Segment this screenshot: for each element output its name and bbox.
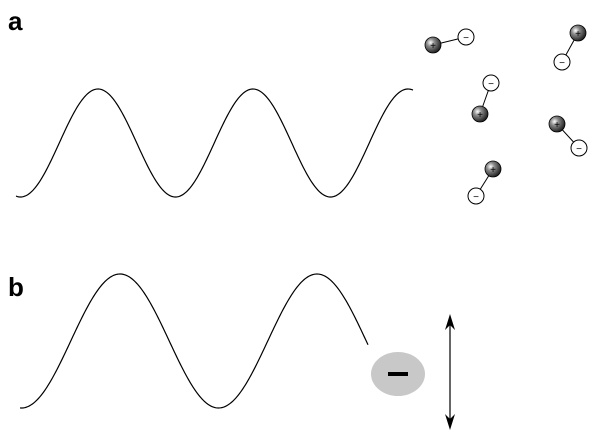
double-headed-arrow-icon [445,314,455,430]
svg-text:−: − [576,144,582,155]
dipole-molecule-icon: + − [467,160,502,205]
panel-b-label: b [8,272,24,302]
svg-text:+: + [554,120,560,131]
svg-text:−: − [488,79,494,90]
panel-a-wave [15,88,414,198]
panel-b: b [8,272,455,430]
svg-text:+: + [490,165,496,176]
dipole-molecule-icon: + − [548,115,588,157]
svg-text:+: + [477,110,483,121]
dipole-molecule-icon: + − [553,24,587,71]
dipole-molecules: + − + − + − [424,24,588,205]
dipole-molecule-icon: + − [424,28,475,54]
svg-text:−: − [473,192,479,203]
svg-text:−: − [559,58,565,69]
electron-icon [371,352,425,396]
svg-text:+: + [430,41,436,52]
svg-text:+: + [575,29,581,40]
dipole-molecule-icon: + − [471,74,500,123]
panel-a: a + − + − + [8,6,588,205]
svg-text:−: − [463,33,469,44]
panel-a-label: a [8,6,23,36]
panel-b-wave [19,273,369,409]
